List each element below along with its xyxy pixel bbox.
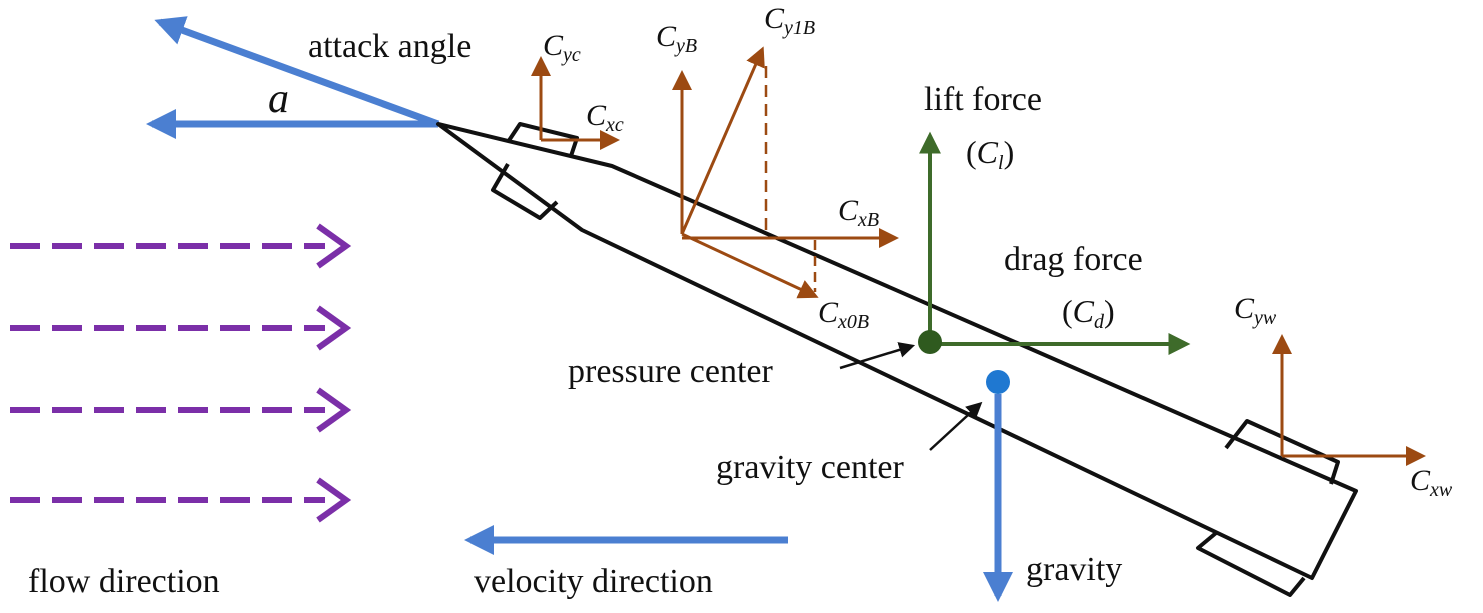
- pressure-center-pointer: [839, 342, 916, 370]
- attack-angle-label: attack angle: [308, 28, 471, 65]
- gravity-center-label: gravity center: [716, 449, 905, 486]
- cxb-label: CxB: [838, 194, 879, 231]
- lift-force-symbol: (Cl): [966, 134, 1014, 174]
- drag-force-label: drag force: [1004, 241, 1143, 278]
- cxw-label: Cxw: [1410, 464, 1453, 501]
- cy1b-label: Cy1B: [764, 2, 815, 39]
- lift-force-label: lift force: [924, 81, 1042, 118]
- flow-direction-label: flow direction: [28, 563, 220, 600]
- cy1b-arrow: [680, 46, 765, 235]
- cxc-label: Cxc: [586, 99, 624, 136]
- attack-angle-upper-arrow: [154, 16, 440, 128]
- alpha-symbol: a: [268, 76, 289, 122]
- cyc-label: Cyc: [543, 29, 581, 66]
- gravity-center-dot: [986, 370, 1010, 394]
- cx0b-arrow: [681, 232, 819, 299]
- cyb-label: CyB: [656, 20, 697, 57]
- cyw-label: Cyw: [1234, 292, 1277, 329]
- gravity-label: gravity: [1026, 551, 1122, 588]
- velocity-direction-label: velocity direction: [474, 563, 713, 600]
- missile-body: [436, 122, 1358, 597]
- pressure-center-dot: [918, 330, 942, 354]
- gravity-center-pointer: [929, 401, 983, 451]
- pressure-center-label: pressure center: [568, 353, 774, 390]
- flow-arrows: [10, 223, 352, 523]
- drag-force-symbol: (Cd): [1062, 293, 1115, 333]
- cx0b-label: Cx0B: [818, 296, 869, 333]
